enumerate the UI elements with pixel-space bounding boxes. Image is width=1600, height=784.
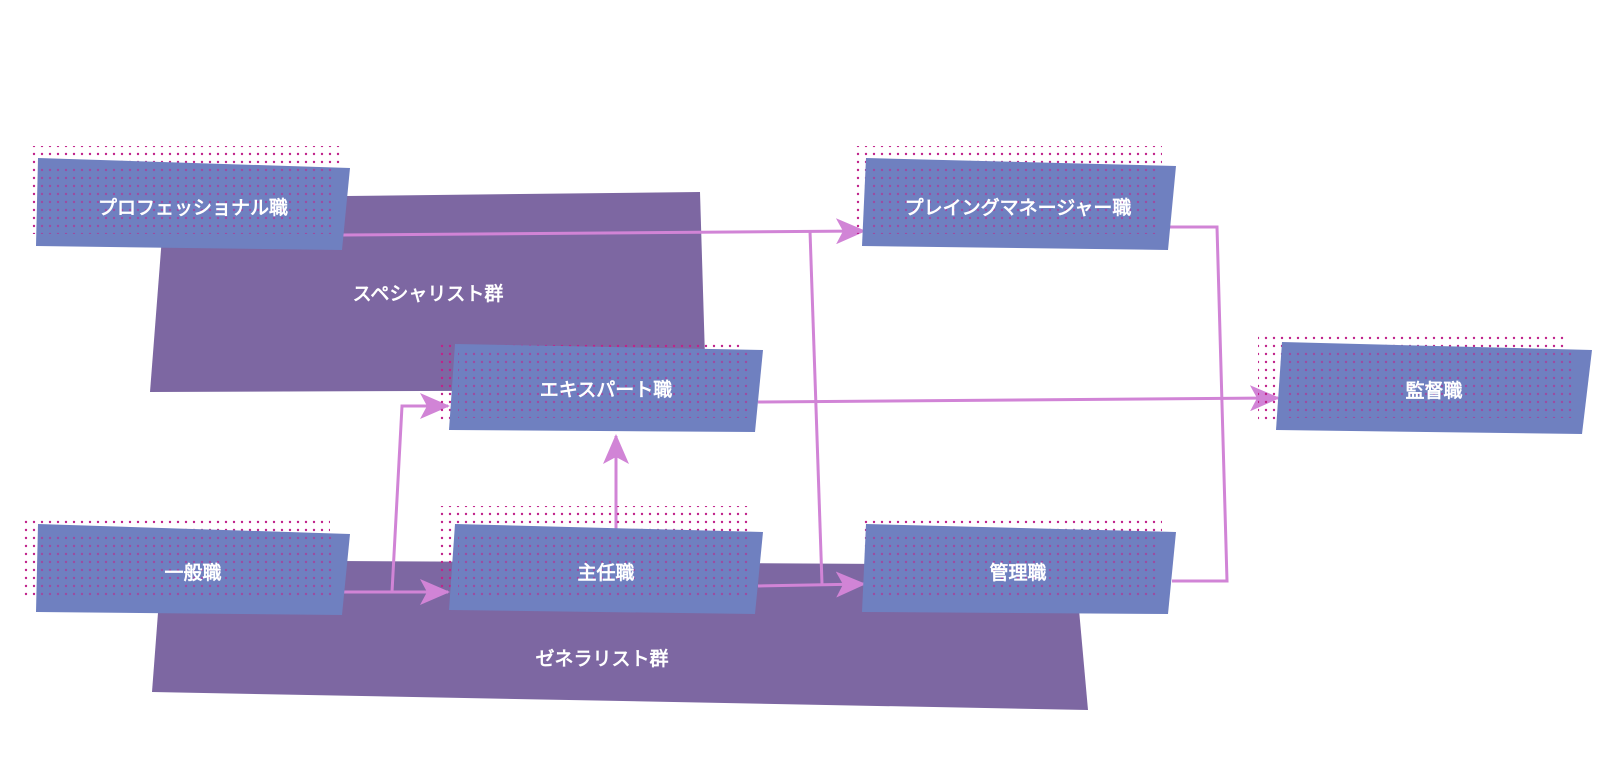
dot-pattern <box>458 534 748 600</box>
role-professional-label: プロフェッショナル職 <box>98 196 288 219</box>
dot-pattern <box>1284 352 1574 418</box>
dot-pattern <box>40 168 332 234</box>
dot-pattern <box>868 534 1160 600</box>
role-chief: 主任職 <box>440 506 763 614</box>
generalist-group-label: ゼネラリスト群 <box>535 647 668 670</box>
arrow-professional-to-manager <box>808 230 824 585</box>
arrow-playing-manager-to-supervisor <box>1168 225 1229 583</box>
role-general: 一般職 <box>20 520 350 615</box>
arrow-professional-to-playing-manager <box>341 218 866 245</box>
dot-pattern <box>40 534 332 600</box>
arrow-chief-to-manager <box>757 571 866 598</box>
dot-pattern <box>458 352 748 418</box>
role-playing-manager-label: プレイングマネージャー職 <box>905 196 1132 219</box>
role-supervisor: 監督職 <box>1258 334 1592 434</box>
connectors <box>341 218 1280 605</box>
role-manager-label: 管理職 <box>989 561 1046 584</box>
role-professional: プロフェッショナル職 <box>28 146 350 250</box>
role-expert: エキスパート職 <box>440 340 763 432</box>
role-general-label: 一般職 <box>164 561 221 584</box>
arrow-expert-to-supervisor <box>757 385 1280 412</box>
role-supervisor-label: 監督職 <box>1405 379 1462 402</box>
role-chief-label: 主任職 <box>577 561 634 584</box>
role-manager: 管理職 <box>862 520 1176 614</box>
dot-pattern <box>868 168 1160 234</box>
specialist-group-label: スペシャリスト群 <box>353 282 504 305</box>
arrow-general-to-expert <box>390 393 450 593</box>
role-playing-manager: プレイングマネージャー職 <box>852 146 1176 250</box>
role-expert-label: エキスパート職 <box>540 378 672 401</box>
